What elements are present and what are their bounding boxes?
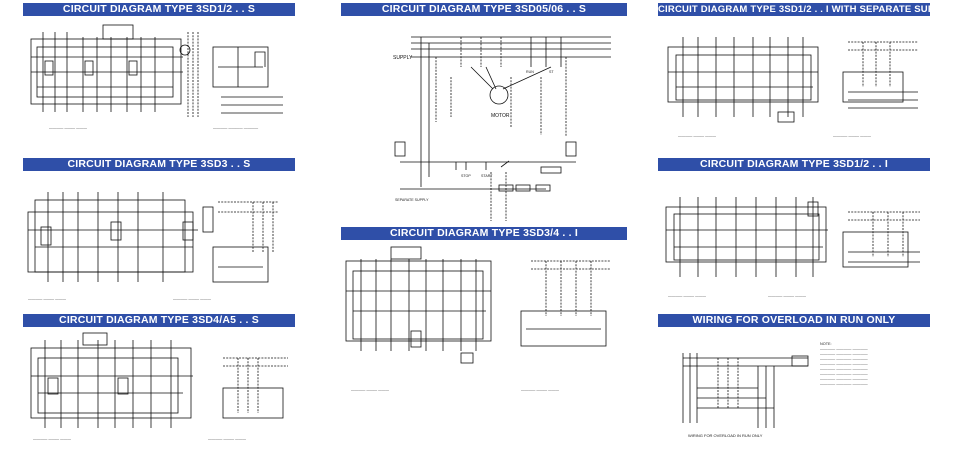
panel-title: CIRCUIT DIAGRAM TYPE 3SD4/A5 . . S — [23, 314, 295, 327]
panel-3sd0506-s: CIRCUIT DIAGRAM TYPE 3SD05/06 . . S — [341, 3, 627, 221]
circuit-diagram-svg: SUPPLY MOTOR RUN ST STOP START SEPARATE … — [393, 36, 611, 221]
note-text: ———— ——— ——— — [49, 126, 87, 130]
note-text: ———— ——— ——— — [668, 294, 706, 298]
panel-title: CIRCUIT DIAGRAM TYPE 3SD1/2 . . I — [658, 158, 930, 171]
note-text: ———— ——— ——— — [28, 297, 66, 301]
separate-supply-note: SEPARATE SUPPLY — [395, 198, 429, 202]
note-text: ———— ——— ——— — [173, 297, 211, 301]
panel-3sd4a5-s: CIRCUIT DIAGRAM TYPE 3SD4/A5 . . S ———— … — [23, 314, 295, 450]
note-text: ———— ——— ——— — [208, 437, 246, 441]
stop-label: STOP — [461, 174, 471, 178]
note-text: NOTE:———— ———— ———————— ———— ———————— ——… — [820, 342, 868, 386]
note-text: ———— ——— ——— — [351, 388, 389, 392]
note-text: ———— ———— ———— — [213, 126, 259, 130]
circuit-diagram: SUPPLY MOTOR RUN ST STOP START SEPARATE … — [341, 17, 627, 221]
circuit-diagram: ———— ——— ——— ———— ———— ———— — [23, 17, 295, 150]
circuit-diagram-svg: ———— ——— ——— ———— ——— ——— — [27, 192, 278, 301]
note-text: ———— ——— ——— — [521, 388, 559, 392]
circuit-diagram-svg: ———— ——— ——— ———— ——— ——— — [667, 37, 918, 138]
panel-3sd34-i: CIRCUIT DIAGRAM TYPE 3SD3/4 . . I ———— —… — [341, 227, 627, 450]
panel-title: WIRING FOR OVERLOAD IN RUN ONLY — [658, 314, 930, 327]
panel-title: CIRCUIT DIAGRAM TYPE 3SD1/2 . . I WITH S… — [658, 3, 930, 16]
panel-3sd12-i: CIRCUIT DIAGRAM TYPE 3SD1/2 . . I ———— —… — [658, 158, 930, 308]
panel-3sd12-i-separate: CIRCUIT DIAGRAM TYPE 3SD1/2 . . I WITH S… — [658, 3, 930, 151]
circuit-diagram: ———— ——— ——— ———— ——— ——— — [658, 172, 930, 308]
circuit-diagram: ———— ——— ——— ———— ——— ——— — [658, 17, 930, 151]
circuit-diagram-svg: ———— ——— ——— ———— ——— ——— — [345, 246, 611, 392]
note-text: ———— ——— ——— — [768, 294, 806, 298]
panel-title: CIRCUIT DIAGRAM TYPE 3SD3/4 . . I — [341, 227, 627, 240]
panel-3sd12-s: CIRCUIT DIAGRAM TYPE 3SD1/2 . . S ———— —… — [23, 3, 295, 150]
start-label: START — [481, 174, 493, 178]
run-label: RUN — [526, 70, 534, 74]
panel-title: CIRCUIT DIAGRAM TYPE 3SD3 . . S — [23, 158, 295, 171]
note-text: ———— ——— ——— — [33, 437, 71, 441]
wiring-caption: WIRING FOR OVERLOAD IN RUN ONLY — [688, 433, 763, 438]
circuit-diagram: ———— ——— ——— ———— ——— ——— — [23, 172, 295, 308]
motor-label: MOTOR — [491, 113, 510, 119]
panel-title: CIRCUIT DIAGRAM TYPE 3SD05/06 . . S — [341, 3, 627, 16]
circuit-diagram: NOTE:———— ———— ———————— ———— ———————— ——… — [658, 328, 930, 450]
panel-3sd3-s: CIRCUIT DIAGRAM TYPE 3SD3 . . S ———— ———… — [23, 158, 295, 308]
circuit-diagram: ———— ——— ——— ———— ——— ——— — [341, 241, 627, 450]
supply-label: SUPPLY — [393, 55, 413, 61]
circuit-diagram-svg: ———— ——— ——— ———— ———— ———— — [30, 24, 283, 130]
panel-overload-wiring: WIRING FOR OVERLOAD IN RUN ONLY NOTE:———… — [658, 314, 930, 450]
circuit-diagram-svg — [682, 353, 809, 428]
note-text: ———— ——— ——— — [678, 134, 716, 138]
circuit-diagram-svg: ———— ——— ——— ———— ——— ——— — [665, 197, 920, 298]
note-text: ———— ——— ——— — [833, 134, 871, 138]
circuit-diagram: ———— ——— ——— ———— ——— ——— — [23, 328, 295, 450]
st-label: ST — [549, 70, 554, 74]
circuit-diagram-svg: ———— ——— ——— ———— ——— ——— — [30, 332, 288, 441]
panel-title: CIRCUIT DIAGRAM TYPE 3SD1/2 . . S — [23, 3, 295, 16]
